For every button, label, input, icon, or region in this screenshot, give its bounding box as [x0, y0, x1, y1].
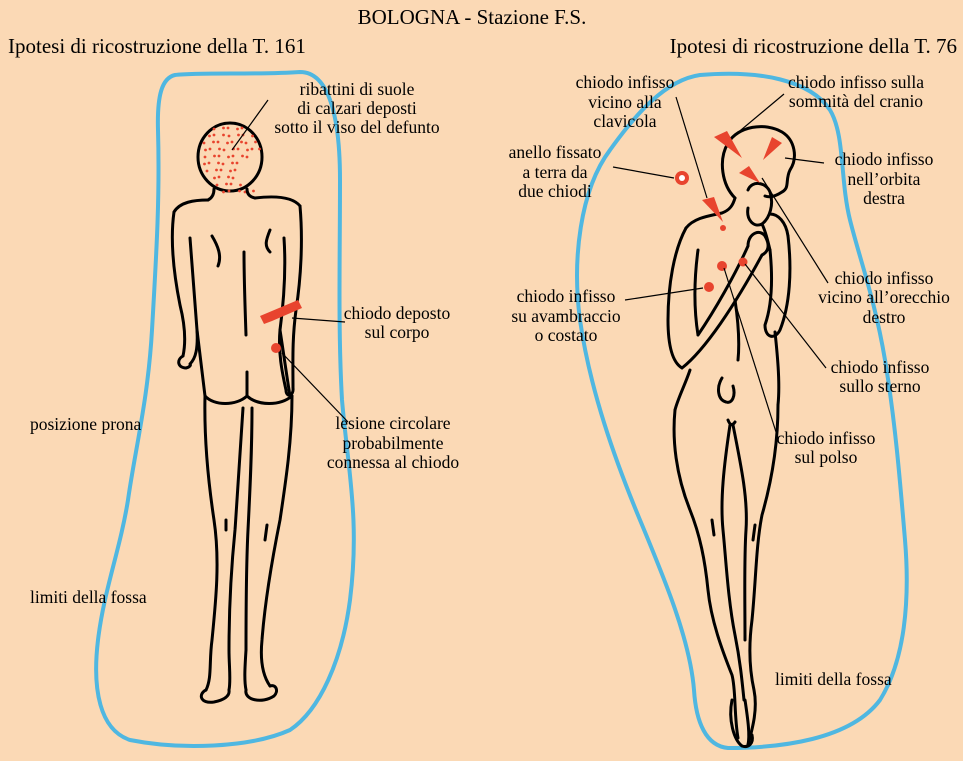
label-orbita-3: destra — [863, 188, 905, 208]
nail-chest-small — [720, 225, 726, 231]
rivet-dot — [227, 176, 230, 179]
rivet-dot — [206, 170, 209, 173]
rivet-dot — [220, 169, 223, 172]
rivet-dot — [236, 162, 239, 165]
rivet-dot — [245, 142, 248, 145]
rivet-dot — [204, 149, 207, 152]
label-ribattini-3: sotto il viso del defunto — [274, 117, 440, 137]
rivet-dot — [218, 155, 221, 158]
header-title: BOLOGNA - Stazione F.S. — [358, 5, 587, 29]
rivet-dot — [258, 148, 261, 151]
rivet-dot — [236, 128, 239, 131]
rivet-dot — [213, 128, 216, 131]
rivet-dot — [240, 141, 243, 144]
rivet-dot — [241, 155, 244, 158]
left-panel-title: Ipotesi di ricostruzione della T. 161 — [8, 34, 306, 58]
rivet-dot — [204, 156, 207, 159]
rivet-dot — [227, 127, 230, 130]
label-polso-2: sul polso — [795, 447, 858, 467]
label-polso-1: chiodo infisso — [777, 428, 876, 448]
right-panel-title: Ipotesi di ricostruzione della T. 76 — [670, 34, 957, 58]
label-posizione: posizione prona — [30, 414, 142, 434]
rivet-dot — [237, 134, 240, 137]
rivet-dot — [237, 148, 240, 151]
rivet-dot — [222, 163, 225, 166]
rivet-dot — [218, 148, 221, 151]
label-avambraccio-2: su avambraccio — [511, 306, 621, 326]
label-orecchio-1: chiodo infisso — [835, 268, 934, 288]
label-clavicola-1: chiodo infisso — [576, 72, 675, 92]
rivet-dot — [229, 170, 232, 173]
rivet-dot — [215, 169, 218, 172]
label-orecchio-2: vicino all’orecchio — [818, 287, 950, 307]
label-anello-2: a terra da — [522, 162, 587, 182]
rivet-dot — [222, 191, 225, 194]
rivet-dot — [254, 141, 257, 144]
ring-icon — [675, 171, 689, 185]
label-fossa-right: limiti della fossa — [775, 669, 892, 689]
rivet-dot — [230, 183, 233, 186]
rivet-dot — [218, 176, 221, 179]
label-lesione-2: probabilmente — [342, 433, 443, 453]
label-chiodo-deposto-1: chiodo deposto — [344, 303, 451, 323]
rivet-dot — [251, 135, 254, 138]
rivet-dot — [238, 190, 241, 193]
rivet-dot — [213, 134, 216, 137]
rivet-dot — [232, 177, 235, 180]
label-anello-1: anello fissato — [509, 142, 602, 162]
nail-wrist — [717, 261, 727, 271]
nail-forearm — [704, 282, 714, 292]
circular-lesion — [271, 343, 281, 353]
rivet-dot — [227, 156, 230, 159]
label-fossa-left: limiti della fossa — [30, 587, 147, 607]
label-cranio-1: chiodo infisso sulla — [788, 72, 924, 92]
rivet-dot — [203, 142, 206, 145]
rivet-dot — [231, 141, 234, 144]
label-clavicola-2: vicino alla — [588, 92, 662, 112]
label-avambraccio-1: chiodo infisso — [517, 286, 616, 306]
rivet-dot — [231, 162, 234, 165]
rivet-dot — [208, 135, 211, 138]
label-anello-3: due chiodi — [518, 181, 592, 201]
label-clavicola-3: clavicola — [593, 111, 656, 131]
rivet-dot — [228, 190, 231, 193]
label-orbita-1: chiodo infisso — [835, 149, 934, 169]
rivet-dot — [222, 127, 225, 130]
rivet-dot — [239, 184, 242, 187]
rivet-dot — [246, 156, 249, 159]
rivet-dot — [213, 177, 216, 180]
label-chiodo-deposto-2: sul corpo — [365, 322, 430, 342]
label-lesione-3: connessa al chiodo — [327, 452, 459, 472]
rivet-dot — [225, 183, 228, 186]
rivet-dot — [217, 162, 220, 165]
label-ribattini-1: ribattini di suole — [300, 79, 415, 99]
rivet-dot — [213, 155, 216, 158]
label-sterno-1: chiodo infisso — [831, 357, 930, 377]
rivet-dot — [216, 184, 219, 187]
rivet-dot — [252, 190, 255, 193]
rivet-dot — [223, 149, 226, 152]
rivet-dot — [246, 149, 249, 152]
label-cranio-2: sommità del cranio — [789, 91, 923, 111]
rivet-dot — [203, 163, 206, 166]
label-avambraccio-3: o costato — [535, 325, 598, 345]
rivet-dot — [226, 142, 229, 145]
rivet-dot — [209, 148, 212, 151]
rivet-dot — [232, 155, 235, 158]
rivet-dot — [241, 127, 244, 130]
label-sterno-2: sullo sterno — [839, 376, 920, 396]
rivet-dot — [217, 141, 220, 144]
rivet-dot — [208, 162, 211, 165]
label-ribattini-2: di calzari deposti — [297, 98, 417, 118]
rivet-dot — [251, 148, 254, 151]
label-orecchio-3: destro — [863, 307, 906, 327]
rivet-dot — [212, 141, 215, 144]
label-lesione-1: lesione circolare — [335, 413, 450, 433]
rivet-dot — [228, 135, 231, 138]
rivet-dot — [234, 169, 237, 172]
rivet-dot — [222, 134, 225, 137]
label-orbita-2: nell’orbita — [848, 169, 921, 189]
